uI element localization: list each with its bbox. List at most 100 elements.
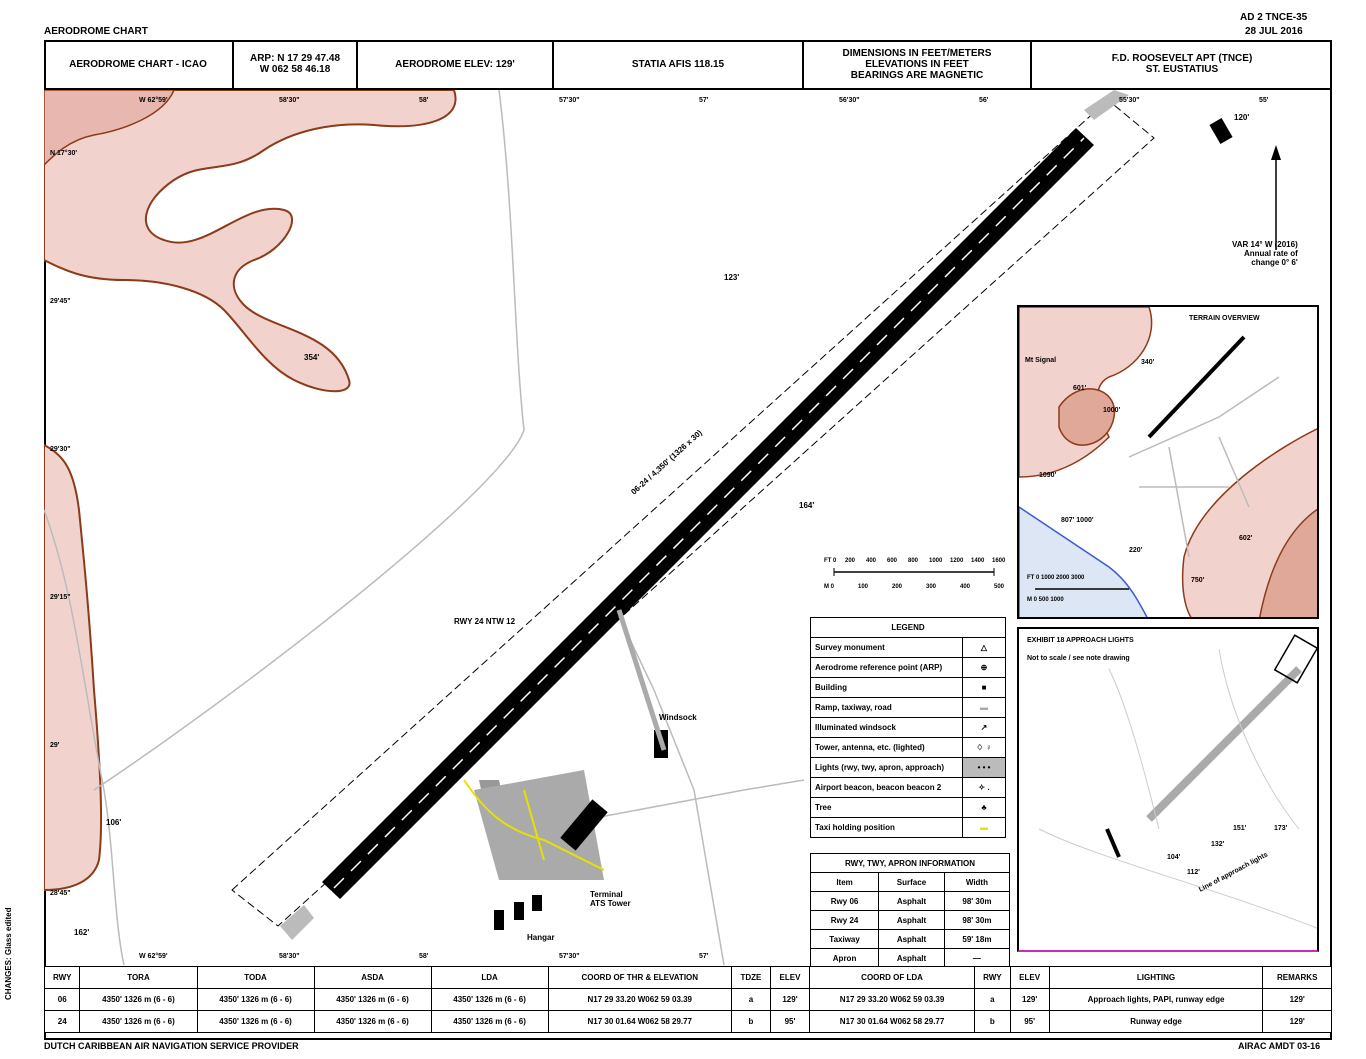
declared-cell: 24 [43, 1010, 81, 1033]
elev-label-2: 123' [724, 273, 739, 282]
declared-cell: 4350' 1326 m (6 - 6) [196, 1010, 315, 1033]
graticule-label-left: 28'45" [50, 890, 71, 897]
elev-label-1: 354' [304, 353, 319, 362]
scale-label-ft: 1400 [971, 558, 985, 564]
scale-label-ft: 1000 [929, 558, 943, 564]
inset-terrain-label: 750' [1191, 577, 1205, 584]
surface-info-cell: Asphalt [878, 891, 945, 911]
legend-symbol-icon: ⊕ [962, 657, 1006, 678]
approach-runway [1146, 666, 1302, 822]
surface-info-cell: Rwy 24 [809, 910, 880, 930]
threshold-label: RWY 24 NTW 12 [454, 617, 516, 626]
declared-cell: 129' [1009, 988, 1050, 1011]
taxi-line [463, 779, 605, 871]
rwy06-end-pad [280, 905, 314, 940]
surface-info-cell: 98' 30m [943, 891, 1011, 911]
graticule-label-top: 55'30" [1119, 97, 1140, 104]
declared-cell: 95' [1009, 1010, 1050, 1033]
aerodrome-map: 06-24 / 4,350' (1326 x 30) RWY 24 NTW 12… [44, 90, 1281, 965]
surface-info-header-cell: Item [809, 872, 880, 892]
inset-approach: EXHIBIT 18 APPROACH LIGHTS Not to scale … [1017, 627, 1319, 952]
graticule-label-bottom: 57' [699, 953, 709, 960]
approach-elev: 173' [1274, 825, 1288, 832]
declared-header-cell: LIGHTING [1048, 966, 1264, 989]
scale-label-m: 400 [960, 584, 971, 590]
scale-label-ft: 400 [866, 558, 877, 564]
graticule-label-bottom: 57'30" [559, 953, 580, 960]
graticule-label-bottom: 58'30" [279, 953, 300, 960]
terrain-contour-west [44, 443, 103, 892]
elev-label-6: 120' [1234, 113, 1249, 122]
graticule-label-top: W 62°59' [139, 96, 168, 104]
declared-header-cell: RWY [974, 966, 1011, 989]
surface-info-cell: — [943, 948, 1011, 968]
terrain-contour-nw [44, 90, 457, 393]
declared-header-cell: COORD OF LDA [808, 966, 976, 989]
graticule-label-top: 58' [419, 97, 429, 104]
declared-cell: 4350' 1326 m (6 - 6) [313, 1010, 432, 1033]
legend-row: Survey monument△ [810, 637, 1006, 658]
top-tick-labels: W 62°59'58'30"58'57'30"57'56'30"56'55'30… [139, 96, 1269, 104]
surface-info-cell: Rwy 06 [809, 891, 880, 911]
declared-header-cell: LDA [430, 966, 549, 989]
declared-cell: a [730, 988, 771, 1011]
chart-header: AERODROME CHART - ICAO ARP: N 17 29 47.4… [44, 40, 1332, 90]
inset-terrain-label: 220' [1129, 547, 1143, 554]
legend-label: Tree [810, 797, 963, 818]
surface-info-cell: Apron [809, 948, 880, 968]
building-hangar-3 [532, 895, 542, 911]
graticule-label-top: 55' [1259, 97, 1269, 104]
hangar-label: Hangar [527, 933, 555, 942]
inset-terrain-peak [1058, 388, 1116, 446]
elev-label-3: 164' [799, 501, 814, 510]
inset-roads [1128, 376, 1280, 558]
inset-terrain-label: 807' 1000' [1061, 517, 1094, 524]
side-note: CHANGES: Glass edited [4, 907, 13, 1000]
inset-terrain-map [1019, 307, 1317, 617]
legend-symbol-icon: ↗ [962, 717, 1006, 738]
legend-title: LEGEND [810, 617, 1006, 638]
declared-cell: Approach lights, PAPI, runway edge [1048, 988, 1264, 1011]
legend-row: Tree♣ [810, 797, 1006, 818]
declared-cell: 4350' 1326 m (6 - 6) [430, 1010, 549, 1033]
scale-label-ft: 800 [908, 558, 919, 564]
header-units: DIMENSIONS IN FEET/METERS ELEVATIONS IN … [804, 40, 1032, 88]
legend-body: Survey monument△Aerodrome reference poin… [810, 637, 1006, 838]
inset-terrain-label: 1090' [1039, 472, 1057, 479]
legend-symbol-icon: ♢ ♀ [962, 737, 1006, 758]
declared-cell: 4350' 1326 m (6 - 6) [196, 988, 315, 1011]
header-elev: AERODROME ELEV: 129' [358, 40, 554, 88]
graticule-label-top: 58'30" [279, 97, 300, 104]
surface-info-cell: Asphalt [878, 910, 945, 930]
graticule-label-top: 56'30" [839, 97, 860, 104]
legend-row: Illuminated windsock↗ [810, 717, 1006, 738]
legend-symbol-icon: ▬ [962, 817, 1006, 838]
approach-elev: 112' [1187, 869, 1200, 876]
approach-elev: 132' [1211, 841, 1225, 848]
graticule-label-left: N 17°30' [50, 149, 77, 157]
bottom-tick-labels: W 62°59'58'30"58'57'30"57' [139, 952, 709, 960]
declared-cell: N17 29 33.20 W062 59 03.39 [808, 988, 976, 1011]
surface-info-cell: Asphalt [878, 948, 945, 968]
graticule-label-left: 29'15" [50, 594, 71, 601]
declared-cell: 95' [769, 1010, 811, 1033]
declared-cell: N17 30 01.64 W062 58 29.77 [547, 1010, 732, 1033]
scale-bar [833, 568, 995, 576]
legend-label: Building [810, 677, 963, 698]
scale-label-ft: 1600 [992, 558, 1006, 564]
legend-row: Ramp, taxiway, road▬ [810, 697, 1006, 718]
legend-table: LEGEND Survey monument△Aerodrome referen… [810, 617, 1006, 838]
graticule-label-left: 29'30" [50, 446, 71, 453]
legend-row: Airport beacon, beacon beacon 2✧ . [810, 777, 1006, 798]
approach-roads [1038, 648, 1317, 929]
inset-runway [1147, 335, 1246, 439]
inset-scale-top: FT 0 1000 2000 3000 [1027, 575, 1085, 581]
building-hangar-2 [514, 902, 524, 920]
declared-header-cell: ASDA [313, 966, 432, 989]
legend-row: Tower, antenna, etc. (lighted)♢ ♀ [810, 737, 1006, 758]
inset-terrain-label: 340' [1141, 359, 1155, 366]
